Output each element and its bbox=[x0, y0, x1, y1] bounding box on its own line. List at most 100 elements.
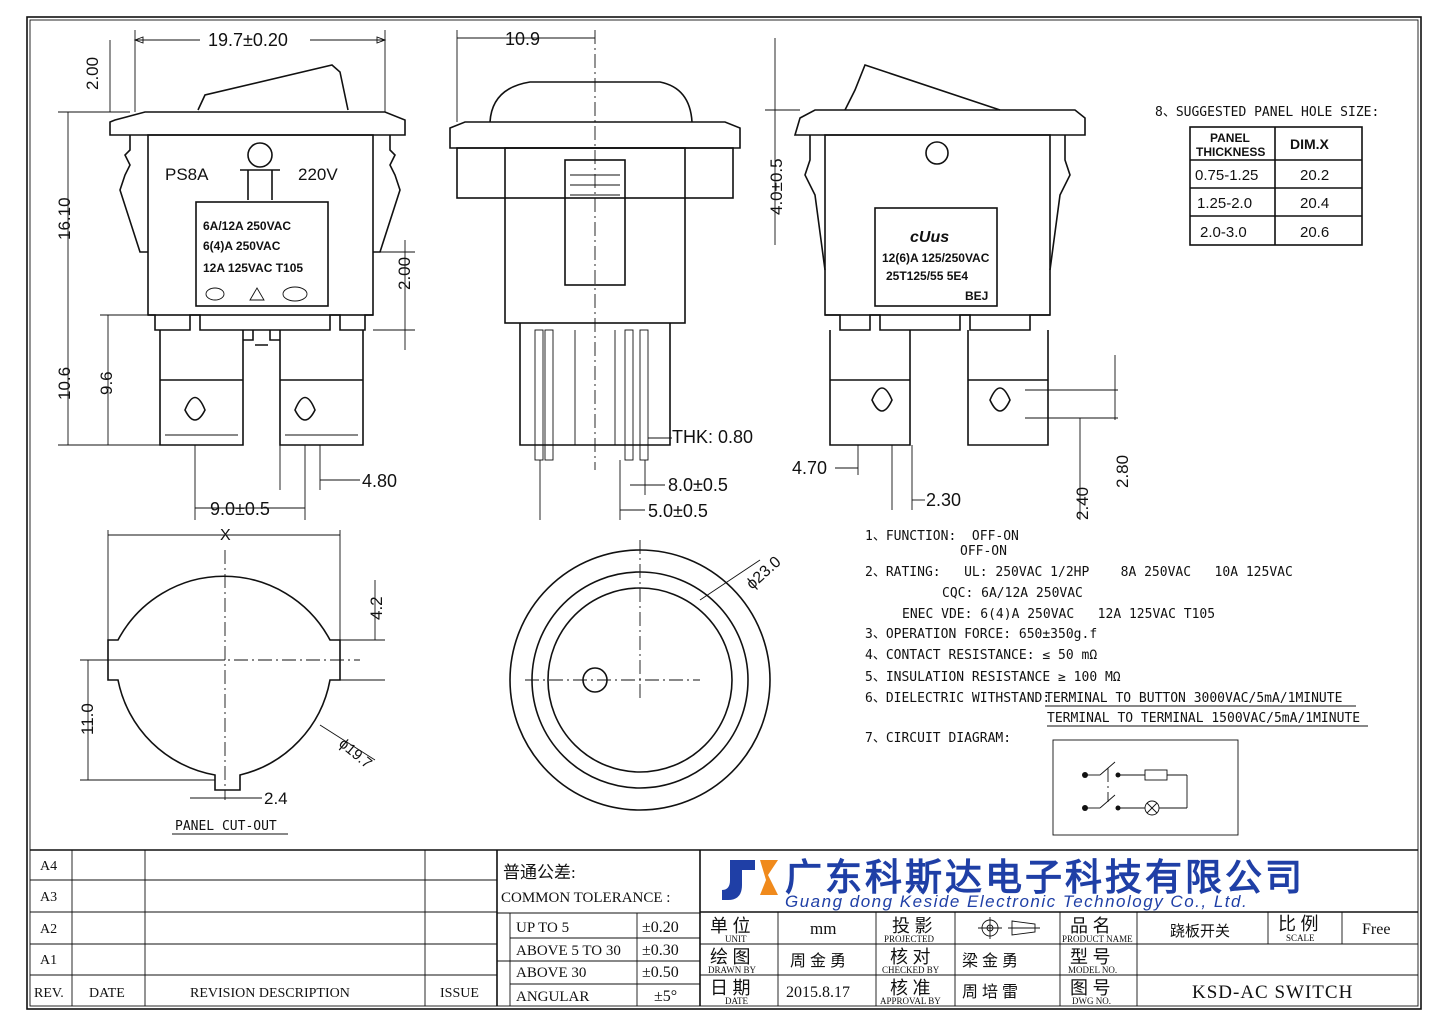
tol-value-3: ±5° bbox=[654, 988, 677, 1005]
col-rev: REV. bbox=[34, 986, 64, 1001]
tol-value-0: ±0.20 bbox=[642, 919, 679, 936]
approval-en: APPROVAL BY bbox=[880, 996, 941, 1006]
dwg-en: DWG NO. bbox=[1072, 996, 1111, 1006]
hole-row-2-d: 20.6 bbox=[1300, 224, 1329, 241]
title-block: A4 A3 A2 A1 REV. DATE REVISION DESCRIPTI… bbox=[30, 849, 1418, 1006]
rev-row-a4: A4 bbox=[40, 859, 57, 874]
proj-en: PROJECTED bbox=[884, 934, 935, 944]
projection-symbol bbox=[978, 917, 1040, 939]
drawn-en: DRAWN BY bbox=[708, 965, 757, 975]
side-rating-2: 25T125/55 5E4 bbox=[886, 269, 968, 283]
prod-en: PRODUCT NAME bbox=[1062, 934, 1133, 944]
rear-dims: 4.0±0.5 2.80 2.40 4.70 2.30 bbox=[765, 38, 1132, 520]
spec-notes: 1、FUNCTION: OFF-ON OFF-ON 2、RATING: UL: … bbox=[865, 529, 1368, 746]
company-cn: 广东科斯达电子科技有限公司 bbox=[785, 857, 1305, 898]
model-en: MODEL NO. bbox=[1068, 965, 1117, 975]
company-logo bbox=[722, 860, 778, 900]
dim-right-2-30: 2.30 bbox=[926, 490, 961, 510]
label-ps8a: PS8A bbox=[165, 165, 209, 184]
hole-th-dim: DIM.X bbox=[1290, 136, 1330, 152]
dim-rocker-offset: 4.0±0.5 bbox=[767, 158, 786, 215]
checked-en: CHECKED BY bbox=[882, 965, 940, 975]
hole-row-1-t: 1.25-2.0 bbox=[1197, 195, 1252, 212]
dim-pin-pitch-b: 5.0±0.5 bbox=[648, 501, 708, 521]
prod-val: 跷板开关 bbox=[1170, 922, 1230, 940]
panel-cutout-view: X 4.2 11.0 ϕ19.7 2.4 PANEL CUT-OUT bbox=[78, 527, 386, 835]
dim-body-height: 16.10 bbox=[55, 197, 74, 240]
inner-border bbox=[29, 19, 1419, 1007]
front-view: PS8A 220V 6A/12A 250VAC 6(4)A 250VAC 12A… bbox=[109, 64, 406, 446]
dim-cutout-height: 11.0 bbox=[78, 703, 97, 735]
rev-row-a1: A1 bbox=[40, 953, 57, 968]
note-1a: 1、FUNCTION: OFF-ON bbox=[865, 529, 1019, 544]
hole-th-2: THICKNESS bbox=[1196, 145, 1265, 159]
drawn-cn: 绘 图 bbox=[710, 947, 751, 967]
dwg-val: KSD-AC SWITCH bbox=[1192, 982, 1353, 1003]
panel-cutout-label: PANEL CUT-OUT bbox=[175, 819, 277, 834]
hole-size-table: 8、SUGGESTED PANEL HOLE SIZE: PANEL THICK… bbox=[1155, 105, 1379, 246]
drawn-val: 周 金 勇 bbox=[790, 952, 846, 970]
cert-marks bbox=[205, 286, 308, 302]
dim-right-2-80: 2.80 bbox=[1113, 455, 1132, 488]
proj-cn: 投 影 bbox=[892, 916, 933, 936]
hole-row-2-t: 2.0-3.0 bbox=[1200, 224, 1247, 241]
front-rating-2: 6(4)A 250VAC bbox=[203, 239, 281, 253]
tol-range-2: ABOVE 30 bbox=[516, 965, 586, 981]
note-2c: ENEC VDE: 6(4)A 250VAC 12A 125VAC T105 bbox=[902, 607, 1215, 622]
dim-mid-gap: 2.00 bbox=[395, 257, 414, 290]
dim-right-2-40: 2.40 bbox=[1073, 487, 1092, 520]
tol-range-0: UP TO 5 bbox=[516, 920, 569, 936]
approval-cn: 核 准 bbox=[890, 978, 931, 998]
dim-terminal-length: 10.6 bbox=[55, 367, 74, 400]
col-desc: REVISION DESCRIPTION bbox=[190, 986, 350, 1001]
front-rating-3: 12A 125VAC T105 bbox=[203, 261, 303, 275]
hole-row-0-t: 0.75-1.25 bbox=[1195, 167, 1258, 184]
approval-val: 周 培 雷 bbox=[962, 983, 1018, 1001]
dim-thickness: THK: 0.80 bbox=[672, 427, 753, 447]
side-dims: 10.9 THK: 0.80 8.0±0.5 5.0±0.5 bbox=[456, 29, 753, 521]
note-2a: 2、RATING: UL: 250VAC 1/2HP 8A 250VAC 10A… bbox=[865, 565, 1293, 580]
front-circular-view: ϕ23.0 bbox=[509, 540, 785, 811]
tol-range-1: ABOVE 5 TO 30 bbox=[516, 943, 621, 959]
note-5: 5、INSULATION RESISTANCE ≥ 100 MΩ bbox=[865, 670, 1121, 685]
dim-side-width: 10.9 bbox=[505, 29, 540, 49]
checked-cn: 核 对 bbox=[890, 947, 931, 967]
tol-value-1: ±0.30 bbox=[642, 942, 679, 959]
rev-row-a2: A2 bbox=[40, 922, 57, 937]
unit-val: mm bbox=[810, 919, 836, 938]
note-6b: TERMINAL TO BUTTON 3000VAC/5mA/1MINUTE bbox=[1045, 691, 1342, 706]
hole-row-0-d: 20.2 bbox=[1300, 167, 1329, 184]
dim-top-height: 2.00 bbox=[83, 57, 102, 90]
dim-terminal-short: 9.6 bbox=[97, 371, 116, 395]
note-3: 3、OPERATION FORCE: 650±350g.f bbox=[865, 627, 1097, 642]
hole-row-1-d: 20.4 bbox=[1300, 195, 1329, 212]
dwg-cn: 图 号 bbox=[1070, 978, 1111, 998]
front-dims: 19.7±0.20 2.00 16.10 10.6 9.6 2.00 9.0±0… bbox=[55, 30, 415, 520]
side-view bbox=[449, 30, 741, 470]
note-1b: OFF-ON bbox=[960, 544, 1007, 559]
unit-cn: 单 位 bbox=[710, 916, 751, 936]
dim-cutout-x: X bbox=[220, 527, 231, 544]
scale-en: SCALE bbox=[1286, 933, 1315, 943]
date-cn: 日 期 bbox=[710, 978, 751, 998]
ul-mark: cUus bbox=[910, 229, 949, 246]
date-val: 2015.8.17 bbox=[786, 984, 850, 1001]
dim-front-diameter: ϕ23.0 bbox=[743, 553, 784, 593]
rear-view: cUus 12(6)A 125/250VAC 25T125/55 5E4 BEJ bbox=[793, 64, 1086, 446]
model-cn: 型 号 bbox=[1070, 947, 1111, 967]
dim-pin-pitch-a: 8.0±0.5 bbox=[668, 475, 728, 495]
dim-terminal-width: 4.80 bbox=[362, 471, 397, 491]
col-issue: ISSUE bbox=[440, 986, 479, 1001]
tol-range-3: ANGULAR bbox=[516, 989, 589, 1005]
note-6a: 6、DIELECTRIC WITHSTAND: bbox=[865, 691, 1050, 706]
note-7: 7、CIRCUIT DIAGRAM: bbox=[865, 731, 1011, 746]
tol-cn: 普通公差: bbox=[503, 863, 576, 882]
dim-cutout-diameter: ϕ19.7 bbox=[335, 735, 375, 772]
scale-cn: 比 例 bbox=[1278, 914, 1319, 934]
note-6c: TERMINAL TO TERMINAL 1500VAC/5mA/1MINUTE bbox=[1047, 711, 1360, 726]
dim-cutout-notch: 2.4 bbox=[264, 789, 288, 808]
label-220v: 220V bbox=[298, 165, 338, 184]
tol-en: COMMON TOLERANCE : bbox=[501, 890, 670, 906]
col-date: DATE bbox=[89, 986, 125, 1001]
